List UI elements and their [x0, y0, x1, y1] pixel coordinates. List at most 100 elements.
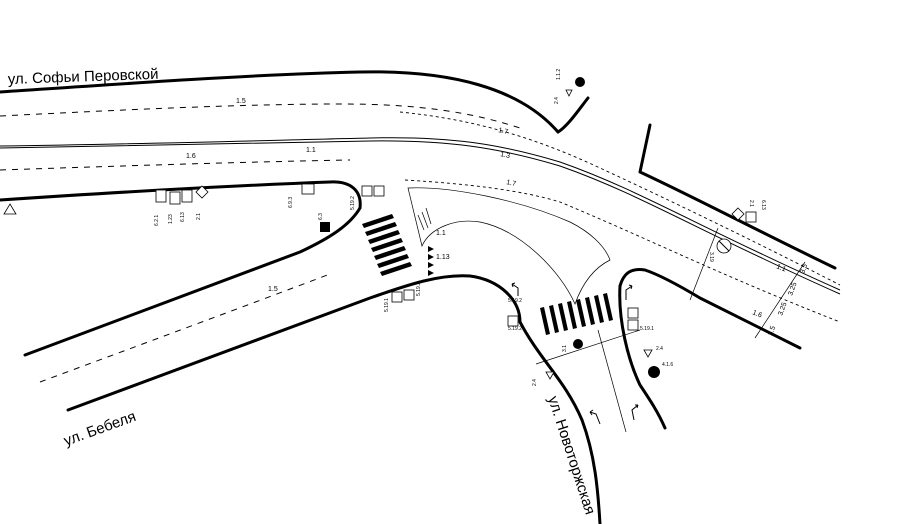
pedestrian-crossing-sign-icon — [391, 291, 403, 303]
sign-label: 6.9.3 — [288, 197, 294, 208]
lane-markings — [0, 103, 841, 433]
pedestrian-crossing-sign-icon — [361, 185, 373, 197]
arrow-left-turn-north — [511, 282, 519, 296]
street-label-bebelya: ул. Бебеля — [62, 408, 139, 450]
axis-line-1-3 — [0, 137, 841, 291]
dashed-lane-top — [0, 103, 521, 129]
marking-label: 1.1 — [436, 230, 446, 237]
sign-label: 6.13 — [760, 200, 766, 210]
give-way-triangle-icon — [545, 371, 555, 380]
info-sign-icon — [181, 189, 193, 203]
sign-label: 5.19.2 — [508, 298, 522, 304]
no-u-turn-slash — [718, 240, 730, 252]
warning-triangle-icon — [3, 203, 17, 215]
marking-label: 1.5 — [268, 286, 278, 293]
sign-cluster-west-crossing: 6.9.3 5.19.2 6.3 5.19.1 5.19.2 — [288, 183, 422, 312]
bebel-dashed-lane — [39, 273, 331, 383]
parking-sign-icon — [320, 222, 330, 232]
pedestrian-crossing-sign-icon — [507, 315, 519, 327]
info-sign-icon — [155, 189, 167, 203]
pedestrian-crossing-sign-icon — [403, 289, 415, 301]
novotorzh-lane-divider — [597, 329, 627, 433]
sign-label: 1.23 — [168, 214, 174, 224]
sign-label: 2.4 — [554, 97, 560, 104]
dimension-labels: 3.5 3.25 3.25 3.5 — [767, 263, 809, 337]
marking-label: 1.1 — [306, 147, 316, 154]
sign-cluster-south-crossing: 5.19.2 5.19.2 5.19.1 3.1 2.4 2.4 4.1.6 — [507, 298, 673, 386]
sign-label: 1.1.2 — [556, 69, 562, 80]
dimension-label: 3.25 — [777, 301, 788, 316]
bebel-south-edge — [66, 274, 522, 412]
give-way-triangle-icon — [565, 89, 573, 97]
marking-label: 1.5 — [236, 98, 246, 105]
bebel-north-edge — [23, 206, 362, 357]
novotorzhskaya-east-edge — [618, 284, 667, 430]
sign-label: 5.19.1 — [640, 326, 654, 332]
crosswalk-south — [540, 293, 613, 335]
road-edges — [0, 70, 837, 524]
arrow-lower-right — [631, 404, 639, 421]
sign-label: 4.1.6 — [662, 362, 673, 368]
marking-label: 1.3 — [500, 151, 511, 160]
sign-label: 2.1 — [196, 213, 202, 220]
sign-label: 5.19.2 — [416, 282, 422, 296]
info-sign-icon — [169, 191, 181, 205]
northeast-north-edge — [638, 123, 837, 270]
pedestrian-crossing-sign-icon — [627, 307, 639, 319]
axis-line-1-3-b — [0, 140, 841, 295]
marking-label: 1.7 — [498, 127, 509, 136]
island-outline — [407, 187, 611, 305]
sign-label: 2.4 — [656, 346, 663, 352]
pedestrian-crossing-sign-icon — [627, 319, 639, 331]
priority-road-sign-icon — [731, 207, 745, 221]
mandatory-direction-sign-icon — [648, 366, 660, 378]
measurement-line — [754, 261, 806, 339]
stop-line-east — [689, 227, 719, 301]
sign-label: 2.4 — [532, 379, 538, 386]
sign-label: 3.1 — [562, 345, 568, 352]
dimension-label: 3.25 — [787, 281, 798, 296]
arrow-right-turn-north — [625, 284, 633, 300]
sign-cluster-east: 2.1 6.13 3.19 — [708, 200, 766, 262]
east-corner-edge — [618, 268, 802, 350]
sign-cluster-top: 2.4 1.1.2 — [554, 69, 585, 104]
triangle-markings — [428, 246, 434, 276]
sign-label: 6.3 — [318, 213, 324, 220]
top-island-corner — [556, 96, 590, 134]
perovskaya-north-edge — [0, 70, 560, 134]
arrow-lower-left — [589, 409, 601, 425]
perovskaya-south-edge — [0, 180, 362, 210]
dashed-lane-right-a — [399, 111, 841, 286]
no-entry-sign-icon — [573, 339, 583, 349]
dashed-lane-right-b — [404, 179, 841, 323]
dimension-label: 3.5 — [799, 263, 809, 275]
give-way-triangle-icon — [643, 349, 653, 358]
marking-labels: 1.5 1.7 1.6 1.1 1.3 1.7 1.1 1.13 1.5 1.1… — [186, 98, 787, 320]
priority-road-sign-icon — [195, 185, 209, 199]
marking-label: 1.7 — [506, 179, 517, 188]
info-sign-icon — [745, 211, 757, 223]
traffic-island — [407, 187, 611, 305]
pedestrian-crossing-sign-icon — [373, 185, 385, 197]
direction-sign-icon — [301, 183, 315, 195]
lane-arrows — [511, 282, 639, 425]
novotorzhskaya-west-edge — [518, 320, 602, 524]
sign-label: 2.1 — [748, 200, 754, 207]
sign-label: 5.19.2 — [350, 196, 356, 210]
sign-cluster-left: 6.2.1 1.23 6.13 2.1 — [154, 185, 209, 226]
island-hatch — [417, 207, 432, 231]
marking-label: 1.13 — [436, 254, 450, 261]
marking-label: 1.6 — [186, 153, 196, 160]
dimension-label: 3.5 — [767, 325, 777, 337]
sign-label: 5.19.2 — [508, 326, 522, 332]
sign-label: 6.2.1 — [154, 215, 160, 226]
crosswalk-west — [362, 214, 412, 276]
sign-label: 6.13 — [180, 212, 186, 222]
street-label-perovskaya: ул. Софьи Перовской — [8, 66, 159, 88]
marking-label: 1.6 — [751, 309, 763, 319]
stop-line-novotorzh — [535, 329, 641, 365]
sign-label: 3.19 — [708, 252, 714, 262]
round-sign-icon — [575, 77, 585, 87]
dashed-lane-mid — [0, 159, 351, 171]
